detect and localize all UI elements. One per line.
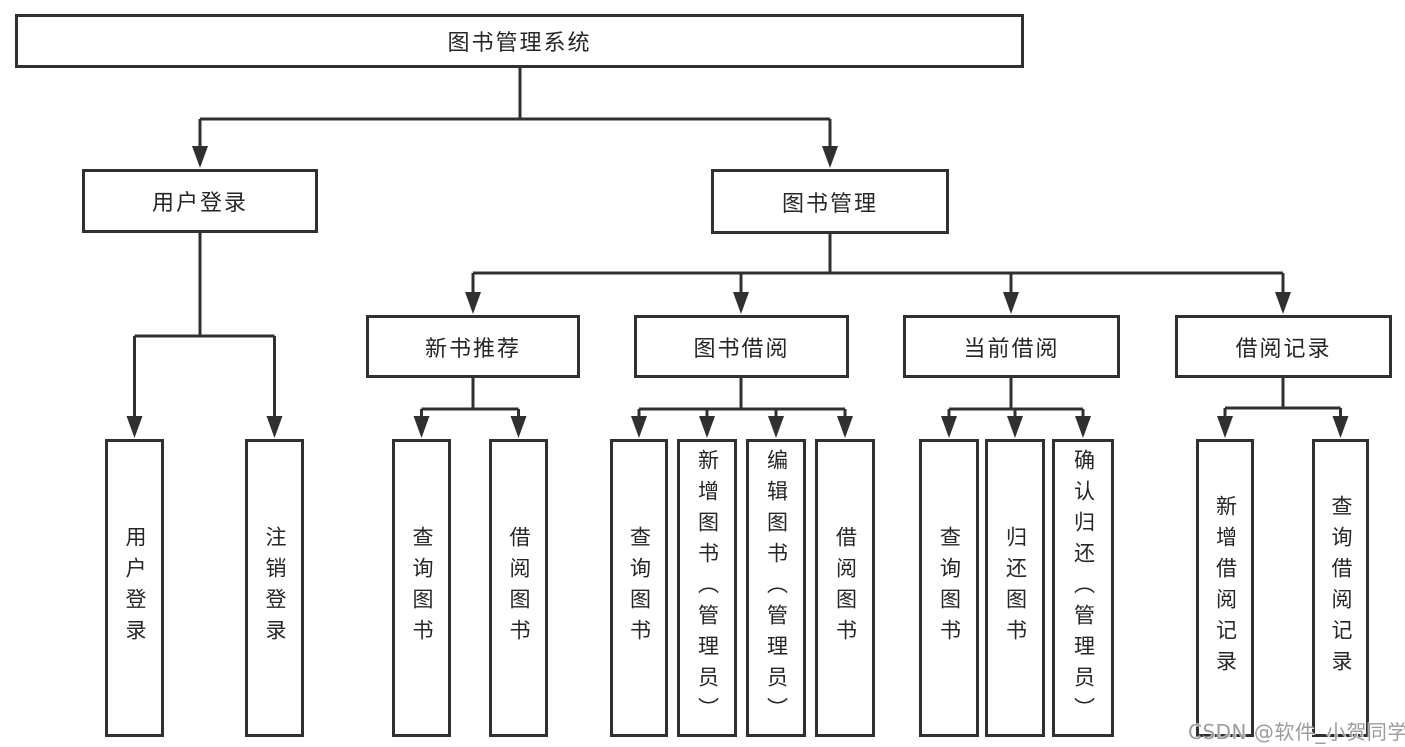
leaf-query-books-current-label: 查询图书: [937, 526, 962, 650]
node-book-management: 图书管理: [711, 169, 949, 234]
leaf-query-books-current: 查询图书: [919, 439, 979, 737]
leaf-confirm-return-admin-label: 确认归还（管理员）: [1071, 448, 1096, 728]
connector-book-mgmt-to-level3: [465, 234, 1291, 314]
connector-new-book-rec-to-leaves: [413, 378, 527, 438]
csdn-watermark: CSDN @软件_小贺同学: [1188, 720, 1405, 744]
node-user-login-label: 用户登录: [151, 191, 248, 216]
node-current-borrowing-label: 当前借阅: [963, 336, 1060, 362]
leaf-borrow-books-recommend-label: 借阅图书: [507, 526, 531, 650]
node-book-management-label: 图书管理: [781, 191, 878, 217]
connector-current-borrow-to-leaves: [941, 378, 1091, 438]
node-root-system: 图书管理系统: [15, 14, 1024, 68]
leaf-add-borrow-record-label: 新增借阅记录: [1213, 495, 1238, 681]
leaf-confirm-return-admin: 确认归还（管理员）: [1052, 439, 1114, 737]
connector-root-to-level2: [192, 68, 838, 168]
leaf-edit-book-admin-label: 编辑图书（管理员）: [764, 448, 789, 728]
leaf-add-borrow-record: 新增借阅记录: [1196, 439, 1254, 737]
leaf-user-login-label: 用户登录: [123, 526, 147, 650]
leaf-query-books-recommend-label: 查询图书: [410, 526, 434, 650]
leaf-edit-book-admin: 编辑图书（管理员）: [746, 439, 806, 737]
leaf-logout: 注销登录: [245, 439, 304, 737]
node-borrow-records: 借阅记录: [1175, 315, 1392, 378]
leaf-query-books-borrowing: 查询图书: [610, 439, 668, 737]
node-book-borrowing: 图书借阅: [634, 315, 849, 378]
leaf-query-borrow-record: 查询借阅记录: [1312, 439, 1369, 737]
node-root-system-label: 图书管理系统: [447, 31, 592, 56]
node-new-book-recommend-label: 新书推荐: [424, 336, 521, 362]
leaf-query-borrow-record-label: 查询借阅记录: [1329, 495, 1353, 681]
leaf-return-books-label: 归还图书: [1003, 526, 1028, 650]
leaf-user-login: 用户登录: [105, 439, 164, 737]
connector-borrow-record-to-leaves: [1217, 378, 1349, 438]
leaf-query-books-recommend: 查询图书: [392, 439, 451, 737]
node-book-borrowing-label: 图书借阅: [693, 336, 790, 362]
leaf-return-books: 归还图书: [985, 439, 1045, 737]
leaf-borrow-books-recommend: 借阅图书: [489, 439, 548, 737]
leaf-borrow-books-label: 借阅图书: [833, 526, 858, 650]
node-new-book-recommend: 新书推荐: [366, 315, 580, 378]
connector-book-borrow-to-leaves: [631, 378, 853, 438]
leaf-add-book-admin: 新增图书（管理员）: [677, 439, 737, 737]
node-user-login: 用户登录: [82, 169, 318, 233]
node-current-borrowing: 当前借阅: [903, 315, 1120, 378]
connector-user-login-to-leaves: [126, 233, 283, 438]
leaf-logout-label: 注销登录: [263, 526, 287, 650]
node-borrow-records-label: 借阅记录: [1235, 336, 1332, 362]
leaf-add-book-admin-label: 新增图书（管理员）: [695, 448, 720, 728]
leaf-query-books-borrowing-label: 查询图书: [627, 526, 652, 650]
leaf-borrow-books: 借阅图书: [815, 439, 875, 737]
